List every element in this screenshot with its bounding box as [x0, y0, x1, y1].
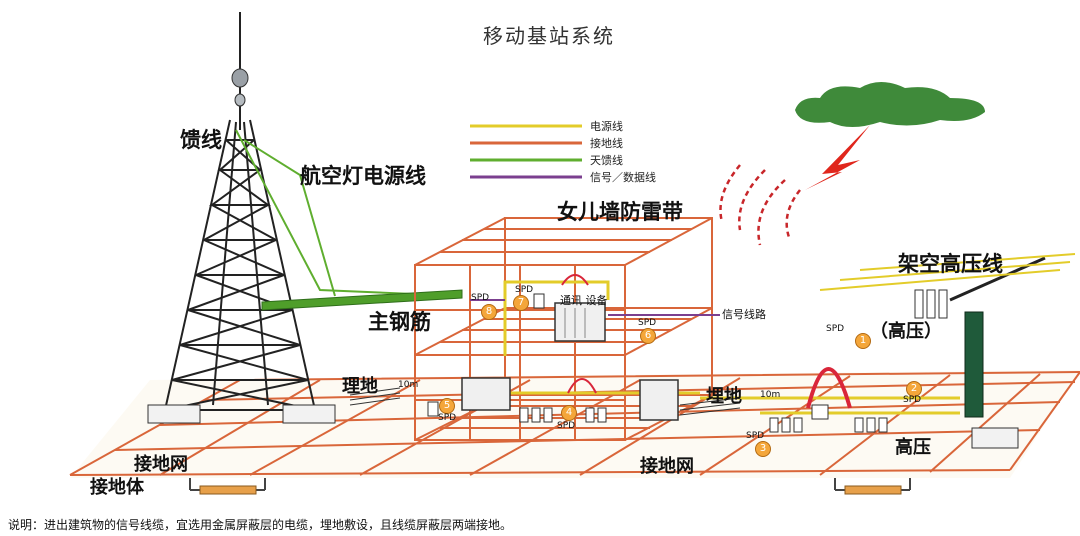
label-parapet: 女儿墙防雷带 — [557, 200, 683, 224]
spd-unit-5 — [427, 401, 439, 417]
tower-footing-left — [147, 404, 201, 424]
label-overhead-hv: 架空高压线 — [898, 252, 1003, 276]
ground-body-right — [834, 478, 911, 495]
radio-waves — [719, 164, 801, 246]
feeder-cable — [243, 139, 336, 297]
legend-label-power: 电源线 — [590, 120, 623, 133]
tower-footing-right — [282, 404, 336, 424]
aviation-light-icon — [231, 68, 249, 88]
cloud-icon — [795, 82, 985, 127]
label-high-voltage: 高压 — [895, 437, 931, 458]
spd-unit-group-3 — [769, 417, 803, 433]
power-lines — [498, 280, 960, 415]
ground-body-left — [189, 478, 266, 495]
overhead-hv-lines — [819, 253, 1076, 291]
building-frame — [414, 217, 713, 441]
overhead-arc — [806, 367, 852, 409]
isolation-unit-icon — [811, 404, 829, 420]
label-buried-left: 理地 — [342, 376, 378, 397]
legend-label-ground: 接地线 — [590, 137, 623, 150]
label-feeder: 馈线 — [180, 128, 222, 152]
label-aviation-power: 航空灯电源线 — [300, 164, 426, 188]
communication-equipment-icon — [554, 302, 606, 342]
spd-label-3: SPD — [746, 431, 765, 441]
label-ground-grid-right: 接地网 — [640, 456, 694, 477]
spd-label-8: SPD — [471, 293, 490, 303]
antenna-top-icon — [234, 93, 246, 107]
spd-label-7: SPD — [515, 285, 534, 295]
label-main-rebar: 主钢筋 — [368, 310, 431, 334]
spd-unit-group-2 — [854, 417, 888, 433]
spd-unit-7 — [533, 293, 545, 309]
spd-badge-3: 3 — [755, 441, 771, 457]
page-title: 移动基站系统 — [483, 24, 615, 48]
spd-badge-6: 6 — [640, 328, 656, 344]
label-comm-equipment: 通讯 设备 — [560, 294, 608, 307]
legend — [470, 124, 582, 179]
hv-transformer-box — [971, 427, 1019, 449]
label-buried-left-dist: 10m — [398, 380, 419, 390]
buried-cable-left — [349, 387, 401, 406]
label-high-voltage-paren: （高压） — [870, 321, 942, 342]
spd-badge-7: 7 — [513, 295, 529, 311]
ground-loop-mid — [567, 378, 597, 394]
label-ground-body: 接地体 — [90, 477, 144, 498]
legend-label-signal: 信号／数据线 — [590, 171, 656, 184]
spd-unit-group-4 — [519, 407, 607, 423]
cable-tray — [261, 289, 463, 311]
label-buried-right-dist: 10m — [760, 390, 781, 400]
spd-badge-1: 1 — [855, 333, 871, 349]
label-signal-line: 信号线路 — [722, 308, 766, 321]
hv-pole — [964, 311, 984, 418]
footnote: 说明：进出建筑物的信号线缆，宜选用金属屏蔽层的电缆，埋地敷设，且线缆屏蔽层两端接… — [8, 518, 513, 532]
lightning-icon — [805, 125, 870, 190]
spd-label-4: SPD — [557, 421, 576, 431]
power-cabinet-icon — [461, 377, 511, 411]
hv-spd-group — [914, 289, 948, 319]
spd-badge-5: 5 — [439, 398, 455, 414]
label-ground-grid-left: 接地网 — [134, 454, 188, 475]
legend-label-feeder: 天馈线 — [590, 154, 623, 167]
ground-loop-top — [561, 274, 589, 286]
spd-label-1: SPD — [826, 324, 845, 334]
spd-badge-2: 2 — [906, 381, 922, 397]
spd-label-5: SPD — [438, 413, 457, 423]
communication-tower — [164, 12, 316, 411]
spd-badge-4: 4 — [561, 405, 577, 421]
label-buried-right: 埋地 — [706, 386, 742, 407]
buried-cable-right — [679, 397, 741, 416]
entrance-box-icon — [639, 379, 679, 421]
spd-label-6: SPD — [638, 318, 657, 328]
signal-lines — [470, 299, 720, 316]
spd-badge-8: 8 — [481, 304, 497, 320]
spd-label-2: SPD — [903, 395, 922, 405]
